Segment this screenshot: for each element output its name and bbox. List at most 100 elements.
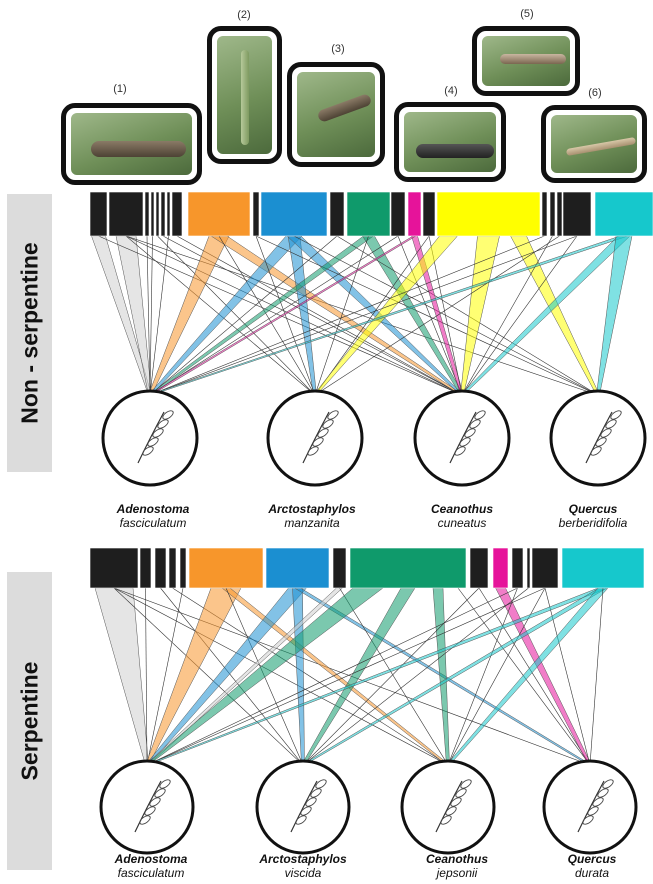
nonserp-species-bar-19 <box>556 191 563 237</box>
nonserp-link-19 <box>255 235 316 396</box>
serp-link-12 <box>292 587 305 766</box>
plant-label-quercus-serp: Quercus durata <box>527 852 653 880</box>
serp-link-15 <box>339 587 449 766</box>
serp-species-bar-7 <box>332 547 347 589</box>
serp-species-bar-11 <box>511 547 524 589</box>
nonserp-species-bar-14 <box>407 191 422 237</box>
nonserp-species-bar-4 <box>155 191 160 237</box>
nonserp-plant-leaf-0-2 <box>152 428 164 438</box>
nonserp-plant-leaf-3-1 <box>595 437 607 447</box>
nonserp-link-39 <box>149 235 578 396</box>
caterpillar-2-number: (2) <box>237 9 251 21</box>
caterpillar-4-number: (4) <box>444 85 458 97</box>
nonserp-plant-leaf-0-0 <box>142 446 154 456</box>
serp-link-25 <box>302 587 529 766</box>
serp-species-bar-2 <box>154 547 167 589</box>
nonserp-plant-leaf-1-4 <box>327 410 339 420</box>
nonserp-plant-leaf-2-2 <box>464 428 476 438</box>
caterpillar-5-number: (5) <box>520 8 534 20</box>
serp-plant-leaf-0-2 <box>149 797 161 807</box>
serp-species-bar-5 <box>188 547 264 589</box>
plant-label-ceanothus-nonserp: Ceanothus cuneatus <box>397 502 527 530</box>
serpentine-label-text: Serpentine <box>16 661 42 781</box>
serp-plant-leaf-0-3 <box>154 788 166 798</box>
serp-plant-leaf-3-1 <box>587 806 599 816</box>
nonserp-link-18 <box>293 235 599 396</box>
nonserp-link-37 <box>314 235 560 396</box>
nonserp-link-7 <box>176 235 463 396</box>
serp-link-7 <box>146 587 184 766</box>
serp-species-bar-6 <box>265 547 330 589</box>
serp-link-18 <box>432 587 450 766</box>
serp-link-26 <box>146 587 546 766</box>
plant-species: cuneatus <box>437 516 487 530</box>
nonserp-plant-stem-0 <box>137 411 165 464</box>
plant-species: fasciculatum <box>117 866 185 880</box>
nonserp-link-15 <box>147 235 303 396</box>
plant-genus: Adenostoma <box>114 852 188 866</box>
serp-plant-leaf-2-1 <box>445 806 457 816</box>
serp-plant-stem-2 <box>435 780 463 833</box>
nonserp-link-20 <box>255 235 599 396</box>
nonserp-link-38 <box>461 235 578 396</box>
serp-plant-leaf-3-0 <box>582 815 594 825</box>
serp-plant-leaf-3-4 <box>602 779 614 789</box>
serp-species-bar-9 <box>469 547 489 589</box>
nonserp-link-14 <box>218 235 316 396</box>
nonserp-plant-leaf-1-1 <box>312 437 324 447</box>
nonserp-species-bar-8 <box>187 191 251 237</box>
nonserp-link-31 <box>428 235 463 396</box>
caterpillar-2-photo <box>207 26 282 164</box>
caterpillar-3-number: (3) <box>331 43 345 55</box>
nonserp-plant-leaf-2-1 <box>459 437 471 447</box>
nonserp-link-27 <box>149 235 399 396</box>
serp-species-bar-3 <box>168 547 177 589</box>
serp-species-bar-13 <box>531 547 559 589</box>
nonserp-plant-stem-2 <box>449 411 477 464</box>
nonserp-species-bar-7 <box>171 191 183 237</box>
serp-species-bar-10 <box>492 547 509 589</box>
plant-label-adenostoma-nonserp: Adenostoma fasciculatum <box>88 502 218 530</box>
nonserp-plant-stem-1 <box>302 411 330 464</box>
nonserp-link-11 <box>98 235 463 396</box>
plant-label-arctostaphylos-nonserp: Arctostaphylos manzanita <box>247 502 377 530</box>
plant-genus: Ceanothus <box>425 852 488 866</box>
caterpillar-6-number: (6) <box>588 87 602 99</box>
serp-plant-leaf-1-0 <box>295 815 307 825</box>
nonserp-species-bar-15 <box>422 191 436 237</box>
nonserp-plant-leaf-1-2 <box>317 428 329 438</box>
plant-species: manzanita <box>284 516 340 530</box>
caterpillar-1-photo <box>61 103 202 185</box>
nonserp-plant-leaf-3-4 <box>610 410 622 420</box>
serp-plant-leaf-0-1 <box>144 806 156 816</box>
nonserp-species-bar-12 <box>346 191 391 237</box>
caterpillar-1-number: (1) <box>113 83 127 95</box>
serp-plant-leaf-3-3 <box>597 788 609 798</box>
nonserp-plant-leaf-3-3 <box>605 419 617 429</box>
nonserp-plant-leaf-0-1 <box>147 437 159 447</box>
serp-species-bar-8 <box>349 547 467 589</box>
serp-species-bar-12 <box>526 547 531 589</box>
nonserp-species-bar-21 <box>594 191 653 237</box>
nonserp-link-26 <box>397 235 463 396</box>
nonserp-species-bar-2 <box>144 191 150 237</box>
caterpillar-4-photo <box>394 102 506 182</box>
nonserp-link-25 <box>336 235 599 396</box>
serp-species-bar-4 <box>179 547 187 589</box>
nonserp-species-bar-20 <box>562 191 592 237</box>
serp-plant-leaf-1-1 <box>300 806 312 816</box>
serp-plant-leaf-2-0 <box>440 815 452 825</box>
plant-label-adenostoma-serp: Adenostoma fasciculatum <box>86 852 216 880</box>
serp-plant-leaf-3-2 <box>592 797 604 807</box>
serpentine-label: Serpentine <box>7 572 52 870</box>
nonserp-species-bar-3 <box>150 191 155 237</box>
serp-plant-leaf-0-0 <box>139 815 151 825</box>
non-serpentine-label: Non - serpentine <box>7 194 52 472</box>
plant-genus: Quercus <box>568 502 618 516</box>
plant-species: fasciculatum <box>119 516 187 530</box>
nonserp-species-bar-18 <box>549 191 556 237</box>
serp-plant-leaf-0-4 <box>159 779 171 789</box>
nonserp-species-bar-6 <box>166 191 171 237</box>
nonserp-species-bar-1 <box>108 191 144 237</box>
